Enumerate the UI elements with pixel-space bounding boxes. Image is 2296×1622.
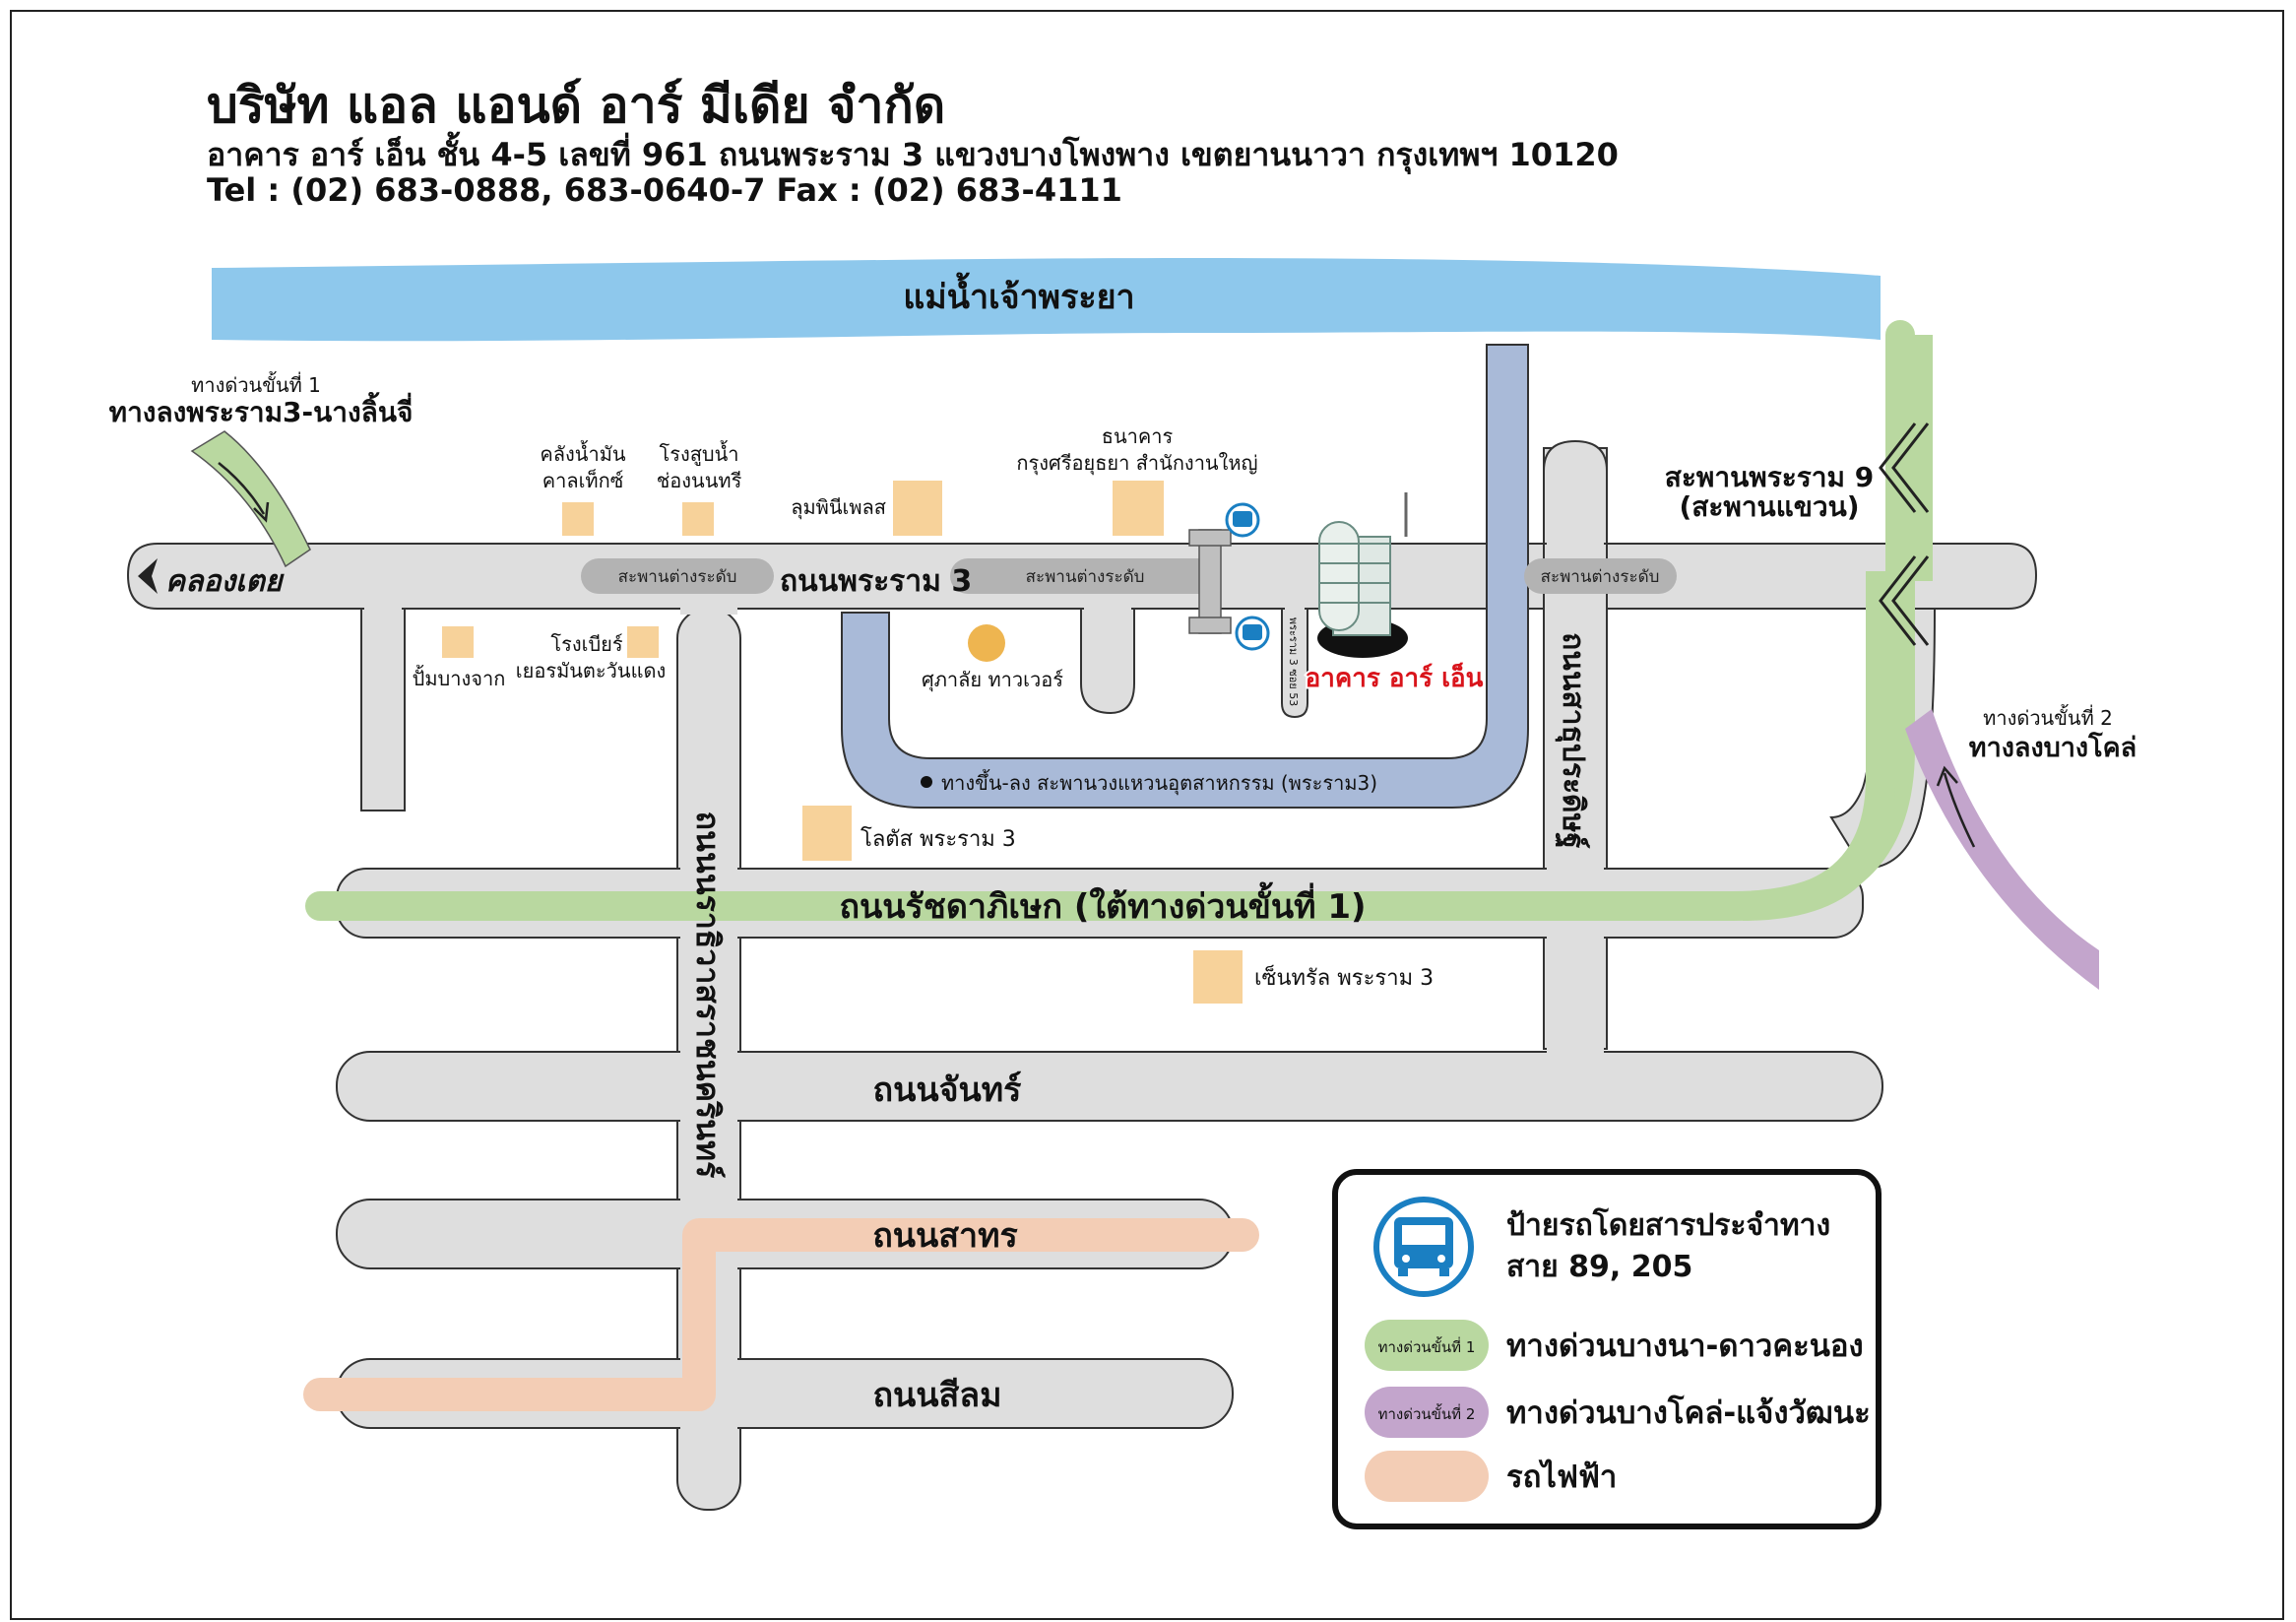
legend-exp1-label: ทางด่วนบางนา-ดาวคะนอง xyxy=(1506,1329,1864,1364)
landmark-lotus-icon xyxy=(802,806,852,861)
sathorn-road-label: ถนนสาทร xyxy=(872,1216,1018,1256)
company-name: บริษัท แอล แอนด์ อาร์ มีเดีย จำกัด xyxy=(207,77,946,134)
brewery-label-2: เยอรมันตะวันแดง xyxy=(516,659,666,682)
legend-exp2-badge-text: ทางด่วนขั้นที่ 2 xyxy=(1378,1403,1476,1423)
overpass-2-label: สะพานต่างระดับ xyxy=(1026,567,1145,587)
road-chan xyxy=(336,1051,1883,1122)
rn-building-icon xyxy=(1317,492,1408,658)
exit2-bottom-label: ทางลงบางโคล่ xyxy=(1969,731,2137,763)
overpass-3 xyxy=(1524,558,1677,594)
exit-1-arrowhead-icon xyxy=(253,501,270,523)
overpass-2 xyxy=(950,558,1221,594)
overpasses xyxy=(581,558,1677,594)
bank-label-2: กรุงศรีอยุธยา สำนักงานใหญ่ xyxy=(1016,451,1257,476)
pedestrian-bridge-icon xyxy=(1188,529,1232,634)
silom-road-label: ถนนสีลม xyxy=(872,1376,1001,1415)
central-label: เซ็นทรัล พระราม 3 xyxy=(1254,963,1434,991)
legend: ป้ายรถโดยสารประจำทาง สาย 89, 205 ทางด่วน… xyxy=(1332,1169,1881,1529)
landmark-water-pump-icon xyxy=(682,502,714,536)
legend-exp2-badge xyxy=(1365,1387,1489,1438)
road-left-stub xyxy=(360,608,406,811)
exit1-top-label: ทางด่วนขั้นที่ 1 xyxy=(191,371,321,397)
industrial-ring-label: ทางขึ้น-ลง สะพานวงแหวนอุตสาหกรรม (พระราม… xyxy=(941,769,1377,796)
soi53-label: พระราม 3 ซอย 53 xyxy=(1287,617,1300,706)
pump-label: ปั้มบางจาก xyxy=(413,665,506,690)
exit1-bottom-label: ทางลงพระราม3-นางลิ้นจี่ xyxy=(109,391,414,428)
chan-road-label: ถนนจันทร์ xyxy=(873,1071,1023,1110)
bank-label-1: ธนาคาร xyxy=(1102,424,1174,448)
legend-bus-icon xyxy=(1373,1197,1474,1297)
landmark-caltex-icon xyxy=(562,502,594,536)
rama9-bridge-icon xyxy=(1879,422,1930,646)
legend-exp1-badge xyxy=(1365,1320,1489,1371)
bus-stop-icon xyxy=(1235,616,1270,651)
company-contact: Tel : (02) 683-0888, 683-0640-7 Fax : (0… xyxy=(207,171,1122,209)
rn-building-label: อาคาร อาร์ เอ็น xyxy=(1306,662,1484,693)
chao-phraya-river xyxy=(212,258,1881,342)
exit-2-arrowhead-icon xyxy=(1936,765,1958,787)
narathiwat-road-label: ถนนนราธิวาสราชนครินทร์ xyxy=(689,811,727,1179)
map-frame xyxy=(10,10,2284,1620)
landmarks xyxy=(442,481,1243,1004)
exit-2-arrow-icon xyxy=(1943,772,1976,848)
skytrain-line xyxy=(303,1218,1259,1411)
legend-skytrain-badge xyxy=(1365,1451,1489,1502)
road-soi53 xyxy=(1281,608,1308,719)
exit2-top-label: ทางด่วนขั้นที่ 2 xyxy=(1983,704,2113,730)
ratchada-road-label: ถนนรัชดาภิเษก (ใต้ทางด่วนขั้นที่ 1) xyxy=(839,881,1366,927)
road-sathupradit-top xyxy=(1543,439,1608,545)
landmark-central-icon xyxy=(1193,950,1243,1004)
legend-exp1-badge-text: ทางด่วนขั้นที่ 1 xyxy=(1378,1336,1476,1356)
legend-exp2-label: ทางด่วนบางโคล่-แจ้งวัฒนะ xyxy=(1506,1395,1871,1431)
landmark-brewery-icon xyxy=(627,626,659,658)
brewery-label-1: โรงเบียร์ xyxy=(550,632,623,656)
lumpini-label: ลุมพินีเพลส xyxy=(791,495,886,520)
lotus-label: โลตัส พระราม 3 xyxy=(861,826,1016,852)
caltex-label-2: คาลเท็กซ์ xyxy=(542,468,624,492)
expressway-1-curve xyxy=(1743,571,1895,921)
sathupradit-road-label: ถนนสาธุประดิษฐ์ xyxy=(1554,632,1590,849)
industrial-ring-road xyxy=(841,344,1529,809)
legend-bus-line1: ป้ายรถโดยสารประจำทาง xyxy=(1506,1206,1830,1243)
caltex-label-1: คลังน้ำมัน xyxy=(540,440,625,466)
bus-stop-icon xyxy=(1225,502,1260,538)
landmark-sukhalai-icon xyxy=(968,624,1005,662)
bridge-line1: สะพานพระราม 9 xyxy=(1665,461,1874,493)
company-address: อาคาร อาร์ เอ็น ชั้น 4-5 เลขที่ 961 ถนนพ… xyxy=(207,136,1619,173)
legend-skytrain-label: รถไฟฟ้า xyxy=(1506,1459,1617,1495)
overpass-3-label: สะพานต่างระดับ xyxy=(1541,567,1660,587)
road-small-u xyxy=(1080,608,1135,715)
landmark-bank-icon xyxy=(1113,481,1164,536)
overpass-1-label: สะพานต่างระดับ xyxy=(618,567,737,587)
exit-1-arrow-icon xyxy=(218,462,266,515)
ring-bullet-icon xyxy=(921,776,932,788)
legend-bus-line2: สาย 89, 205 xyxy=(1506,1250,1692,1284)
sukhalai-label: ศุภาลัย ทาวเวอร์ xyxy=(922,668,1063,692)
landmark-lumpini-icon xyxy=(893,481,942,536)
river-label: แม่น้ำเจ้าพระยา xyxy=(903,272,1134,317)
khlong-toei-arrow-icon xyxy=(138,558,158,594)
overpass-1 xyxy=(581,558,774,594)
khlong-toei-label: คลองเตย xyxy=(165,564,285,599)
rama3-road-label: ถนนพระราม 3 xyxy=(780,564,972,599)
water-label-2: ช่องนนทรี xyxy=(657,469,742,492)
landmark-pump-icon xyxy=(442,626,474,658)
water-label-1: โรงสูบน้ำ xyxy=(659,440,738,467)
bridge-line2: (สะพานแขวน) xyxy=(1679,490,1859,523)
